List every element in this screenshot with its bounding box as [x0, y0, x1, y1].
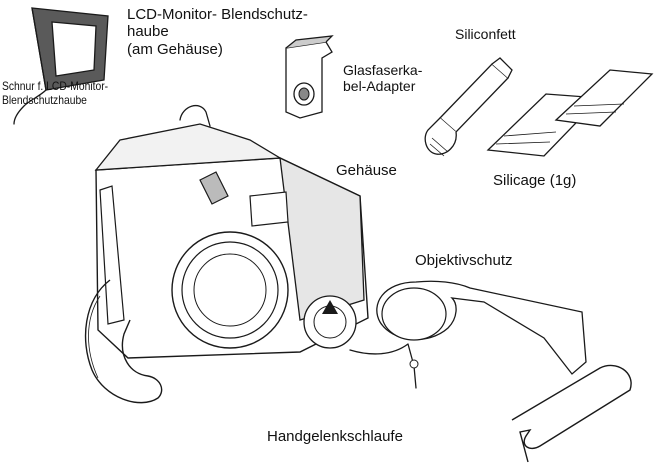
hood-cord-illustration [13, 89, 47, 125]
label-housing: Gehäuse [336, 162, 397, 179]
wrist-strap-illustration [84, 279, 163, 404]
silica-gel-illustration [486, 69, 654, 157]
label-fiber-adapter: Glasfaserka- bel-Adapter [343, 62, 423, 95]
lens-cap-cord-illustration [349, 343, 417, 389]
fiber-adapter-illustration [285, 35, 334, 119]
housing-illustration [94, 104, 369, 359]
lens-cap-illustration [376, 280, 587, 375]
label-silica-gel: Silicage (1g) [493, 172, 577, 189]
silicone-grease-illustration [424, 57, 513, 157]
label-hood-cord: Schnur f. LCD-Monitor- Blendschutzhaube [2, 79, 109, 107]
label-lcd-hood: LCD-Monitor- Blendschutz- haube (am Gehä… [127, 6, 308, 58]
label-silicone-grease: Siliconfett [455, 26, 516, 42]
lens-cap-detail-illustration [511, 364, 632, 463]
label-lens-cap: Objektivschutz [415, 252, 513, 269]
label-wrist-strap: Handgelenkschlaufe [267, 428, 403, 445]
lcd-hood-illustration [31, 7, 109, 91]
